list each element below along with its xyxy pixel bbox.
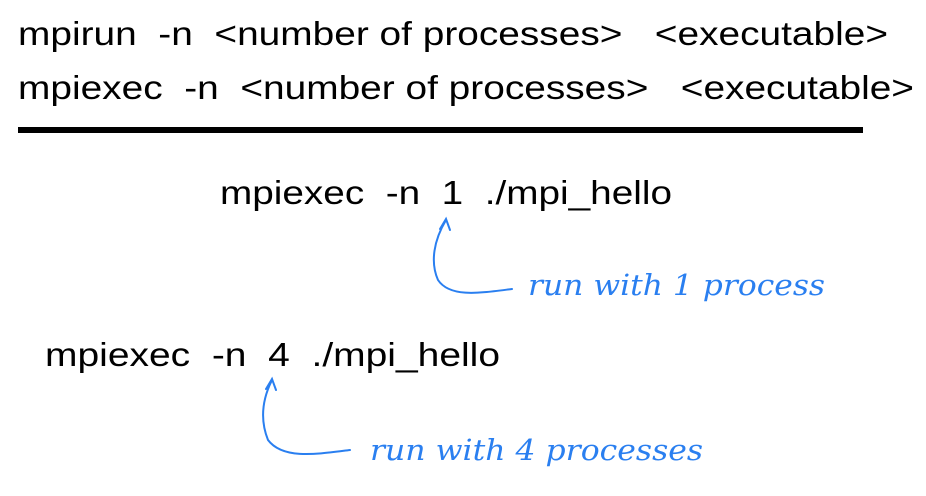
arrow-head-icon [439,216,451,231]
example-note-1: run with 1 process [528,268,825,302]
arrow-icon [432,219,513,294]
example-note-2: run with 4 processes [370,433,703,467]
mpirun-syntax: mpirun -n <number of processes> <executa… [18,15,888,52]
example-command-2: mpiexec -n 4 ./mpi_hello [45,336,500,373]
arrow-icon [262,379,351,455]
mpiexec-syntax: mpiexec -n <number of processes> <execut… [18,69,914,106]
example-command-1: mpiexec -n 1 ./mpi_hello [220,174,672,211]
arrow-head-icon [265,376,277,391]
divider [18,127,863,133]
